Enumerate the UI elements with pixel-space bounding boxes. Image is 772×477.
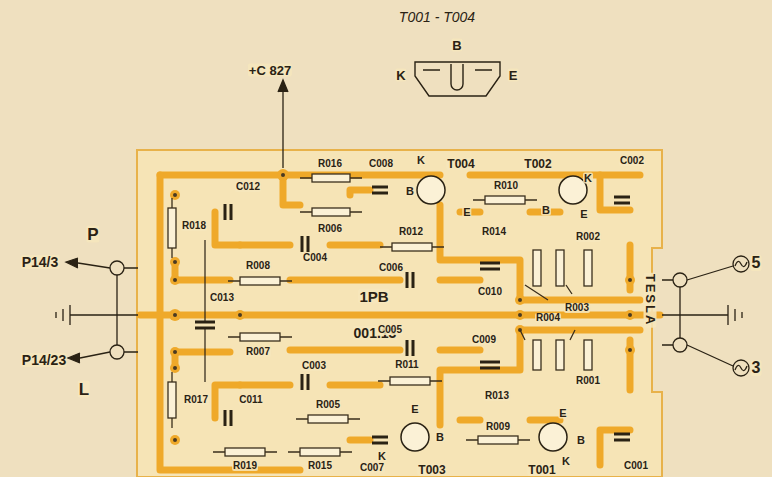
part-label: K (583, 173, 593, 184)
part-label: E (462, 207, 471, 218)
pad-holes (173, 173, 632, 442)
part-label: R002 (575, 232, 601, 242)
part-label: B (576, 435, 586, 446)
part-label: R006 (317, 224, 343, 234)
part-label: C010 (477, 287, 503, 297)
part-label: L (78, 381, 90, 398)
part-label: R001 (575, 376, 601, 386)
part-label: C002 (619, 156, 645, 166)
part-label: 1PB (358, 289, 389, 304)
part-label: R009 (485, 422, 511, 432)
part-label: C008 (368, 159, 394, 169)
part-label: K (377, 451, 387, 462)
figure-heading: T001 - T004 (398, 10, 476, 24)
part-label: R012 (398, 227, 424, 237)
part-label: R011 (394, 360, 419, 370)
part-label: +C 827 (248, 64, 292, 77)
part-label: C007 (359, 463, 385, 473)
board (137, 150, 662, 477)
part-label: C011 (238, 395, 263, 405)
resistor-symbols (168, 174, 592, 456)
part-label: C001 (623, 461, 649, 471)
part-label: C003 (301, 361, 327, 371)
part-label: R008 (245, 261, 271, 271)
part-label: C013 (209, 293, 235, 303)
part-label: P14/3 (21, 255, 60, 269)
part-label: 5 (751, 255, 762, 271)
part-label: C004 (302, 253, 328, 263)
part-label: B (451, 39, 462, 52)
pinout-sketch (415, 62, 500, 96)
transistor-symbols (401, 176, 587, 451)
part-label: R019 (232, 461, 258, 471)
part-label: K (416, 155, 426, 166)
part-label: R007 (245, 347, 271, 357)
part-label: C006 (378, 263, 404, 273)
part-label: C005 (377, 325, 403, 335)
part-label: B (541, 205, 551, 216)
part-label: R005 (315, 400, 341, 410)
part-label: R004 (535, 313, 561, 323)
part-label: TESLA (644, 273, 657, 328)
part-label: R016 (317, 159, 343, 169)
part-label: R018 (181, 221, 207, 231)
part-label: B (405, 186, 415, 197)
part-label: C009 (471, 335, 497, 345)
part-label: E (508, 69, 519, 82)
copper-traces (140, 175, 660, 470)
part-label: T004 (446, 158, 475, 170)
part-label: E (558, 408, 567, 419)
part-label: T002 (523, 158, 552, 170)
part-label: 3 (751, 360, 762, 376)
part-label: P14/23 (21, 353, 67, 367)
connections (56, 80, 749, 376)
part-label: C012 (235, 182, 261, 192)
part-label: K (561, 456, 571, 467)
part-label: R003 (564, 303, 590, 313)
part-label: E (579, 209, 588, 220)
part-label: R013 (484, 391, 510, 401)
part-label: B (435, 432, 445, 443)
part-label: K (395, 69, 406, 82)
part-label: R015 (307, 461, 333, 471)
solder-pads (169, 169, 635, 445)
part-label: P (86, 226, 99, 243)
part-label: R017 (183, 395, 209, 405)
part-label: R014 (481, 227, 507, 237)
part-label: R010 (493, 181, 519, 191)
part-label: T003 (417, 464, 446, 476)
part-label: E (410, 404, 419, 415)
part-label: T001 (527, 464, 556, 476)
capacitor-symbols (195, 187, 630, 443)
